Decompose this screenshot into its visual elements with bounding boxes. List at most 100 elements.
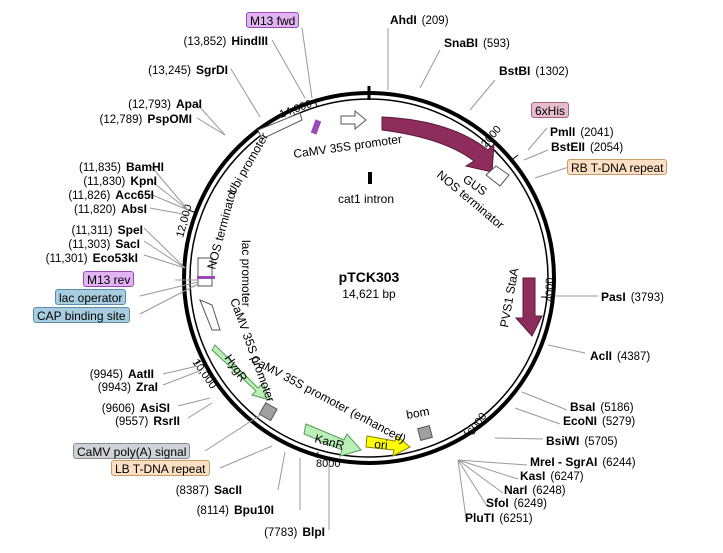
site-name: ZraI (136, 380, 158, 394)
svg-text:BstEII(2054): BstEII (2054) (551, 140, 623, 154)
camv-polya-box (258, 402, 278, 422)
ubi-promoter-arrow (257, 112, 303, 140)
lb-tdna-repeat-tag: LB T-DNA repeat (111, 460, 210, 476)
bom-box (417, 425, 433, 441)
kanr-arrow (303, 423, 362, 457)
tick-label: 8000 (316, 458, 340, 470)
site-name: AsiSI (140, 401, 170, 415)
tick-label: 6000 (466, 411, 490, 438)
site-name: SgrDI (196, 63, 228, 77)
sites-left: (7783)BlpI (8114)Bpu10I (8387)SacII (955… (46, 34, 325, 539)
svg-text:(8114)Bpu10I: (8114) Bpu10I (197, 503, 274, 517)
site-name: HindIII (231, 34, 268, 48)
svg-text:(9945)AatII: (9945)AatII (90, 367, 154, 381)
tick-label: 4000 (544, 278, 556, 302)
svg-text:(9943)ZraI: (9943) ZraI (98, 380, 158, 394)
site-name: PspOMI (147, 112, 192, 126)
svg-text:BstBI(1302): BstBI(1302) (499, 64, 569, 78)
camv35s-promoter-2-arrow (199, 299, 221, 331)
svg-text:(9606)AsiSI: (9606) AsiSI (102, 401, 170, 415)
svg-text:(12,789)PspOMI: (12,789) PspOMI (99, 112, 192, 126)
lac-operator-tag: lac operator (55, 289, 127, 305)
site-name: EcoNI (563, 414, 597, 428)
svg-text:(7783)BlpI: (7783)BlpI (264, 525, 325, 539)
svg-text:BsaI(5186): BsaI(5186) (570, 400, 634, 414)
site-name: AclI (590, 349, 612, 363)
nos-terminator-box (485, 165, 510, 187)
site-name: BamHI (126, 160, 164, 174)
feature-label: lac promoter (239, 240, 253, 307)
site-pos: (9943) (98, 382, 131, 394)
site-name: PmlI (550, 125, 575, 139)
site-pos: (11,826) (68, 190, 110, 202)
site-pos: (11,301) (46, 253, 88, 265)
site-pos: (1302) (535, 66, 568, 78)
feature-label: cat1 intron (338, 192, 394, 206)
plasmid-length: 14,621 bp (342, 287, 396, 301)
site-pos: (12,793) (128, 99, 171, 111)
svg-text:(11,826)Acc65I: (11,826)Acc65I (68, 188, 154, 202)
rb-tdna-repeat-tag: RB T-DNA repeat (567, 159, 668, 175)
ori-arrow (365, 435, 411, 457)
svg-text:EcoNI(5279): EcoNI(5279) (563, 414, 635, 428)
site-pos: (11,311) (72, 225, 113, 237)
site-pos: (6248) (532, 485, 565, 497)
site-name: RsrII (153, 414, 180, 428)
site-pos: (11,835) (79, 162, 121, 174)
m13-fwd-tag: M13 fwd (246, 12, 300, 28)
cat1-intron-mark (368, 172, 372, 184)
site-pos: (5186) (600, 402, 633, 414)
site-pos: (3793) (631, 292, 664, 304)
site-pos: (6251) (499, 513, 532, 525)
site-pos: (8114) (197, 505, 230, 517)
feature-label: bom (405, 404, 430, 422)
6xhis-tag: 6xHis (531, 102, 570, 118)
pvs1-staa-arrow (514, 277, 543, 337)
site-pos: (593) (483, 38, 510, 50)
site-name: SacII (214, 483, 242, 497)
svg-text:BsiWI(5705): BsiWI (5705) (546, 434, 618, 448)
feature-label: NOS terminator (204, 187, 239, 271)
site-pos: (9606) (102, 403, 135, 415)
ruler (187, 99, 547, 459)
site-pos: (13,852) (183, 36, 226, 48)
site-name: AhdI (390, 13, 417, 27)
site-name: Eco53kI (93, 251, 138, 265)
site-name: AbsI (121, 202, 147, 216)
site-name: Bpu10I (234, 503, 274, 517)
site-name: PluTI (465, 511, 494, 525)
site-name: BsiWI (546, 434, 579, 448)
site-pos: (9945) (90, 369, 123, 381)
svg-text:AclI(4387): AclI (4387) (590, 349, 650, 363)
site-pos: (2054) (590, 142, 623, 154)
site-name: PasI (601, 290, 626, 304)
site-pos: (12,789) (99, 114, 142, 126)
svg-text:SnaBI(593): SnaBI(593) (444, 36, 510, 50)
site-pos: (7783) (264, 527, 297, 539)
site-name: SpeI (118, 223, 143, 237)
svg-text:PluTI(6251): PluTI (6251) (465, 511, 533, 525)
site-pos: (6249) (514, 498, 547, 510)
site-pos: (4387) (617, 351, 650, 363)
site-name: BstEII (551, 140, 585, 154)
svg-text:(13,852)HindIII: (13,852) HindIII (183, 34, 268, 48)
svg-text:SfoI(6249): SfoI(6249) (486, 496, 547, 510)
site-name: KpnI (130, 174, 157, 188)
svg-text:PasI(3793): PasI (3793) (601, 290, 664, 304)
site-pos: (11,830) (83, 176, 125, 188)
cap-binding-site-tag: CAP binding site (33, 307, 130, 323)
site-pos: (5705) (584, 436, 617, 448)
sites-right: AhdI(209) SnaBI(593) BstBI(1302) PmlI(20… (390, 13, 664, 525)
svg-text:(11,820)AbsI: (11,820)AbsI (74, 202, 147, 216)
feature-label: ori (374, 437, 389, 452)
site-pos: (9557) (115, 416, 148, 428)
site-name: ApaI (176, 97, 202, 111)
site-pos: (6247) (550, 471, 583, 483)
svg-text:(9557)RsrII: (9557) RsrII (115, 414, 180, 428)
svg-text:AhdI(209): AhdI(209) (390, 13, 449, 27)
leader-lines (139, 27, 598, 530)
svg-text:PmlI(2041): PmlI(2041) (550, 125, 614, 139)
svg-text:(12,793)ApaI: (12,793) ApaI (128, 97, 202, 111)
site-pos: (13,245) (148, 65, 191, 77)
